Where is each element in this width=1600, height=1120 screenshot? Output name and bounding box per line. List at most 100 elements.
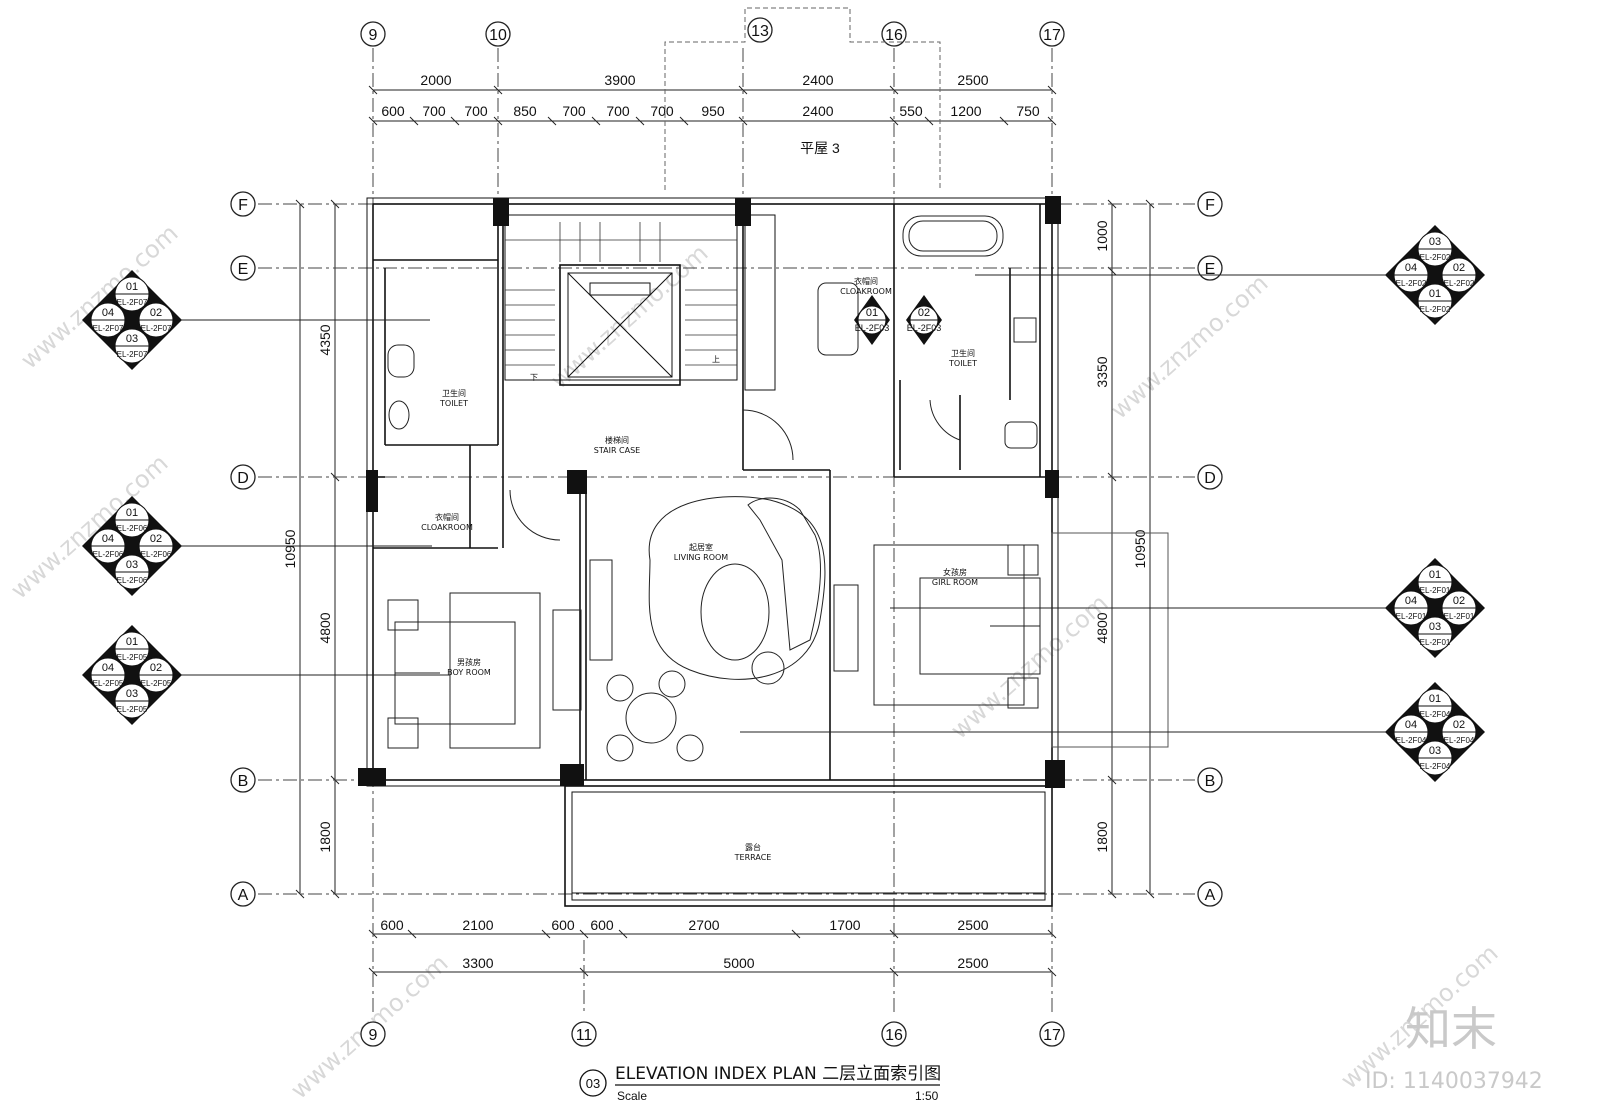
grid-label: 9: [369, 27, 378, 44]
dimension-value: 2400: [802, 72, 833, 88]
grid-bubble-top: [1039, 21, 1065, 47]
marker-number: 02: [1453, 595, 1465, 607]
room-name-en: TOILET: [948, 359, 977, 368]
marker-number: 04: [102, 307, 114, 319]
title-number: 03: [586, 1076, 600, 1091]
grid-label: 9: [369, 1027, 378, 1044]
marker-code: EL-2F06: [117, 576, 148, 585]
grid-label: A: [1205, 887, 1216, 904]
room-name-cn: 楼梯间: [605, 435, 629, 445]
dimension-value: 3900: [604, 72, 635, 88]
grid-label: 17: [1043, 27, 1061, 44]
marker-number: 01: [1429, 288, 1441, 300]
dimension-value: 700: [650, 103, 674, 119]
marker-code: EL-2F01: [1420, 638, 1451, 647]
dimension-value: 2400: [802, 103, 833, 119]
dimension-value: 4800: [317, 612, 333, 643]
dimension-value: 10950: [282, 529, 298, 568]
room-name-en: GIRL ROOM: [932, 578, 978, 587]
cloak-marker-number: 02: [918, 307, 930, 319]
dimension-value: 1800: [317, 821, 333, 852]
dimension-value: 850: [513, 103, 537, 119]
grid-bubble-top: [485, 21, 511, 47]
marker-number: 01: [1429, 569, 1441, 581]
id-watermark: ID: 1140037942: [1365, 1069, 1543, 1094]
marker-diamond: [1385, 558, 1485, 658]
marker-number: 01: [126, 507, 138, 519]
marker-code: EL-2F04: [1396, 736, 1427, 745]
room-name-cn: 衣帽间: [435, 512, 459, 522]
room-name-en: LIVING ROOM: [674, 553, 729, 562]
title-block: 03 ELEVATION INDEX PLAN 二层立面索引图 Scale 1:…: [579, 1064, 941, 1103]
cloak-marker-code: EL-2F03: [907, 323, 942, 333]
grid-label: F: [238, 197, 248, 214]
cloak-markers: 01 EL-2F03 02 EL-2F03: [854, 295, 942, 345]
dimension-value: 750: [1016, 103, 1040, 119]
marker-code: EL-2F05: [141, 679, 172, 688]
grid-label: D: [1204, 470, 1216, 487]
marker-code: EL-2F07: [141, 324, 172, 333]
marker-code: EL-2F07: [117, 350, 148, 359]
marker-number: 03: [1429, 745, 1441, 757]
dimension-value: 950: [701, 103, 725, 119]
grid-label: 16: [885, 1027, 903, 1044]
girl-bed: [873, 544, 1025, 706]
dimension-value: 700: [422, 103, 446, 119]
grid-label: 17: [1043, 1027, 1061, 1044]
marker-code: EL-2F06: [117, 524, 148, 533]
grid-label: 11: [576, 1027, 593, 1044]
grid-label: B: [1205, 773, 1216, 790]
stair-down-label: 下: [530, 373, 538, 382]
dimension-value: 4800: [1094, 612, 1110, 643]
room-name-en: TERRACE: [734, 853, 772, 862]
dimension-value: 4350: [317, 324, 333, 355]
grid-bubble-right: [1197, 881, 1223, 907]
room-name-cn: 男孩房: [457, 657, 481, 667]
stair-treads: [505, 222, 737, 366]
sink-fixture: [388, 400, 410, 430]
watermark-text: www.znzmo.com: [945, 589, 1113, 744]
marker-number: 03: [126, 559, 138, 571]
dimension-value: 600: [551, 917, 575, 933]
dimension-value: 2100: [462, 917, 493, 933]
marker-number: 02: [150, 662, 162, 674]
marker-code: EL-2F05: [117, 705, 148, 714]
grid-label: D: [237, 470, 249, 487]
grid-bubble-right: [1197, 255, 1223, 281]
marker-number: 02: [1453, 719, 1465, 731]
room-name-en: BOY ROOM: [447, 668, 491, 677]
index-markers: 01EL-2F0702EL-2F0703EL-2F0704EL-2F0701EL…: [82, 225, 1485, 782]
marker-number: 02: [1453, 262, 1465, 274]
grid-bubble-right: [1197, 464, 1223, 490]
dimension-value: 1000: [1094, 220, 1110, 251]
grid-label: E: [1205, 261, 1216, 278]
dimension-value: 2000: [420, 72, 451, 88]
grid-bubble-right: [1197, 767, 1223, 793]
walls: [366, 197, 1059, 907]
dimension-texts: 2000 3900 2400 2500 600 700 700 850 700 …: [282, 72, 1148, 971]
structural-columns: [358, 196, 1065, 788]
grid-labels: 9 10 13 16 17 9 11 16 17 F E D B A F E D…: [237, 23, 1216, 1044]
marker-diamond: [1385, 682, 1485, 782]
roof-label: 平屋 3: [800, 140, 840, 156]
watermark-text: www.znzmo.com: [1105, 269, 1273, 424]
grid-label: E: [238, 261, 249, 278]
marker-code: EL-2F07: [117, 298, 148, 307]
room-name-cn: 露台: [745, 842, 761, 852]
marker-number: 04: [102, 533, 114, 545]
coffee-table: [700, 563, 770, 661]
brand-watermark: 知末: [1405, 1002, 1497, 1056]
marker-number: 04: [102, 662, 114, 674]
room-name-en: CLOAKROOM: [840, 287, 892, 296]
cloak-marker-number: 01: [866, 307, 878, 319]
marker-code: EL-2F04: [1444, 736, 1475, 745]
marker-code: EL-2F05: [93, 679, 124, 688]
marker-code: EL-2F02: [1396, 279, 1427, 288]
marker-number: 04: [1405, 595, 1417, 607]
dimension-value: 550: [899, 103, 923, 119]
